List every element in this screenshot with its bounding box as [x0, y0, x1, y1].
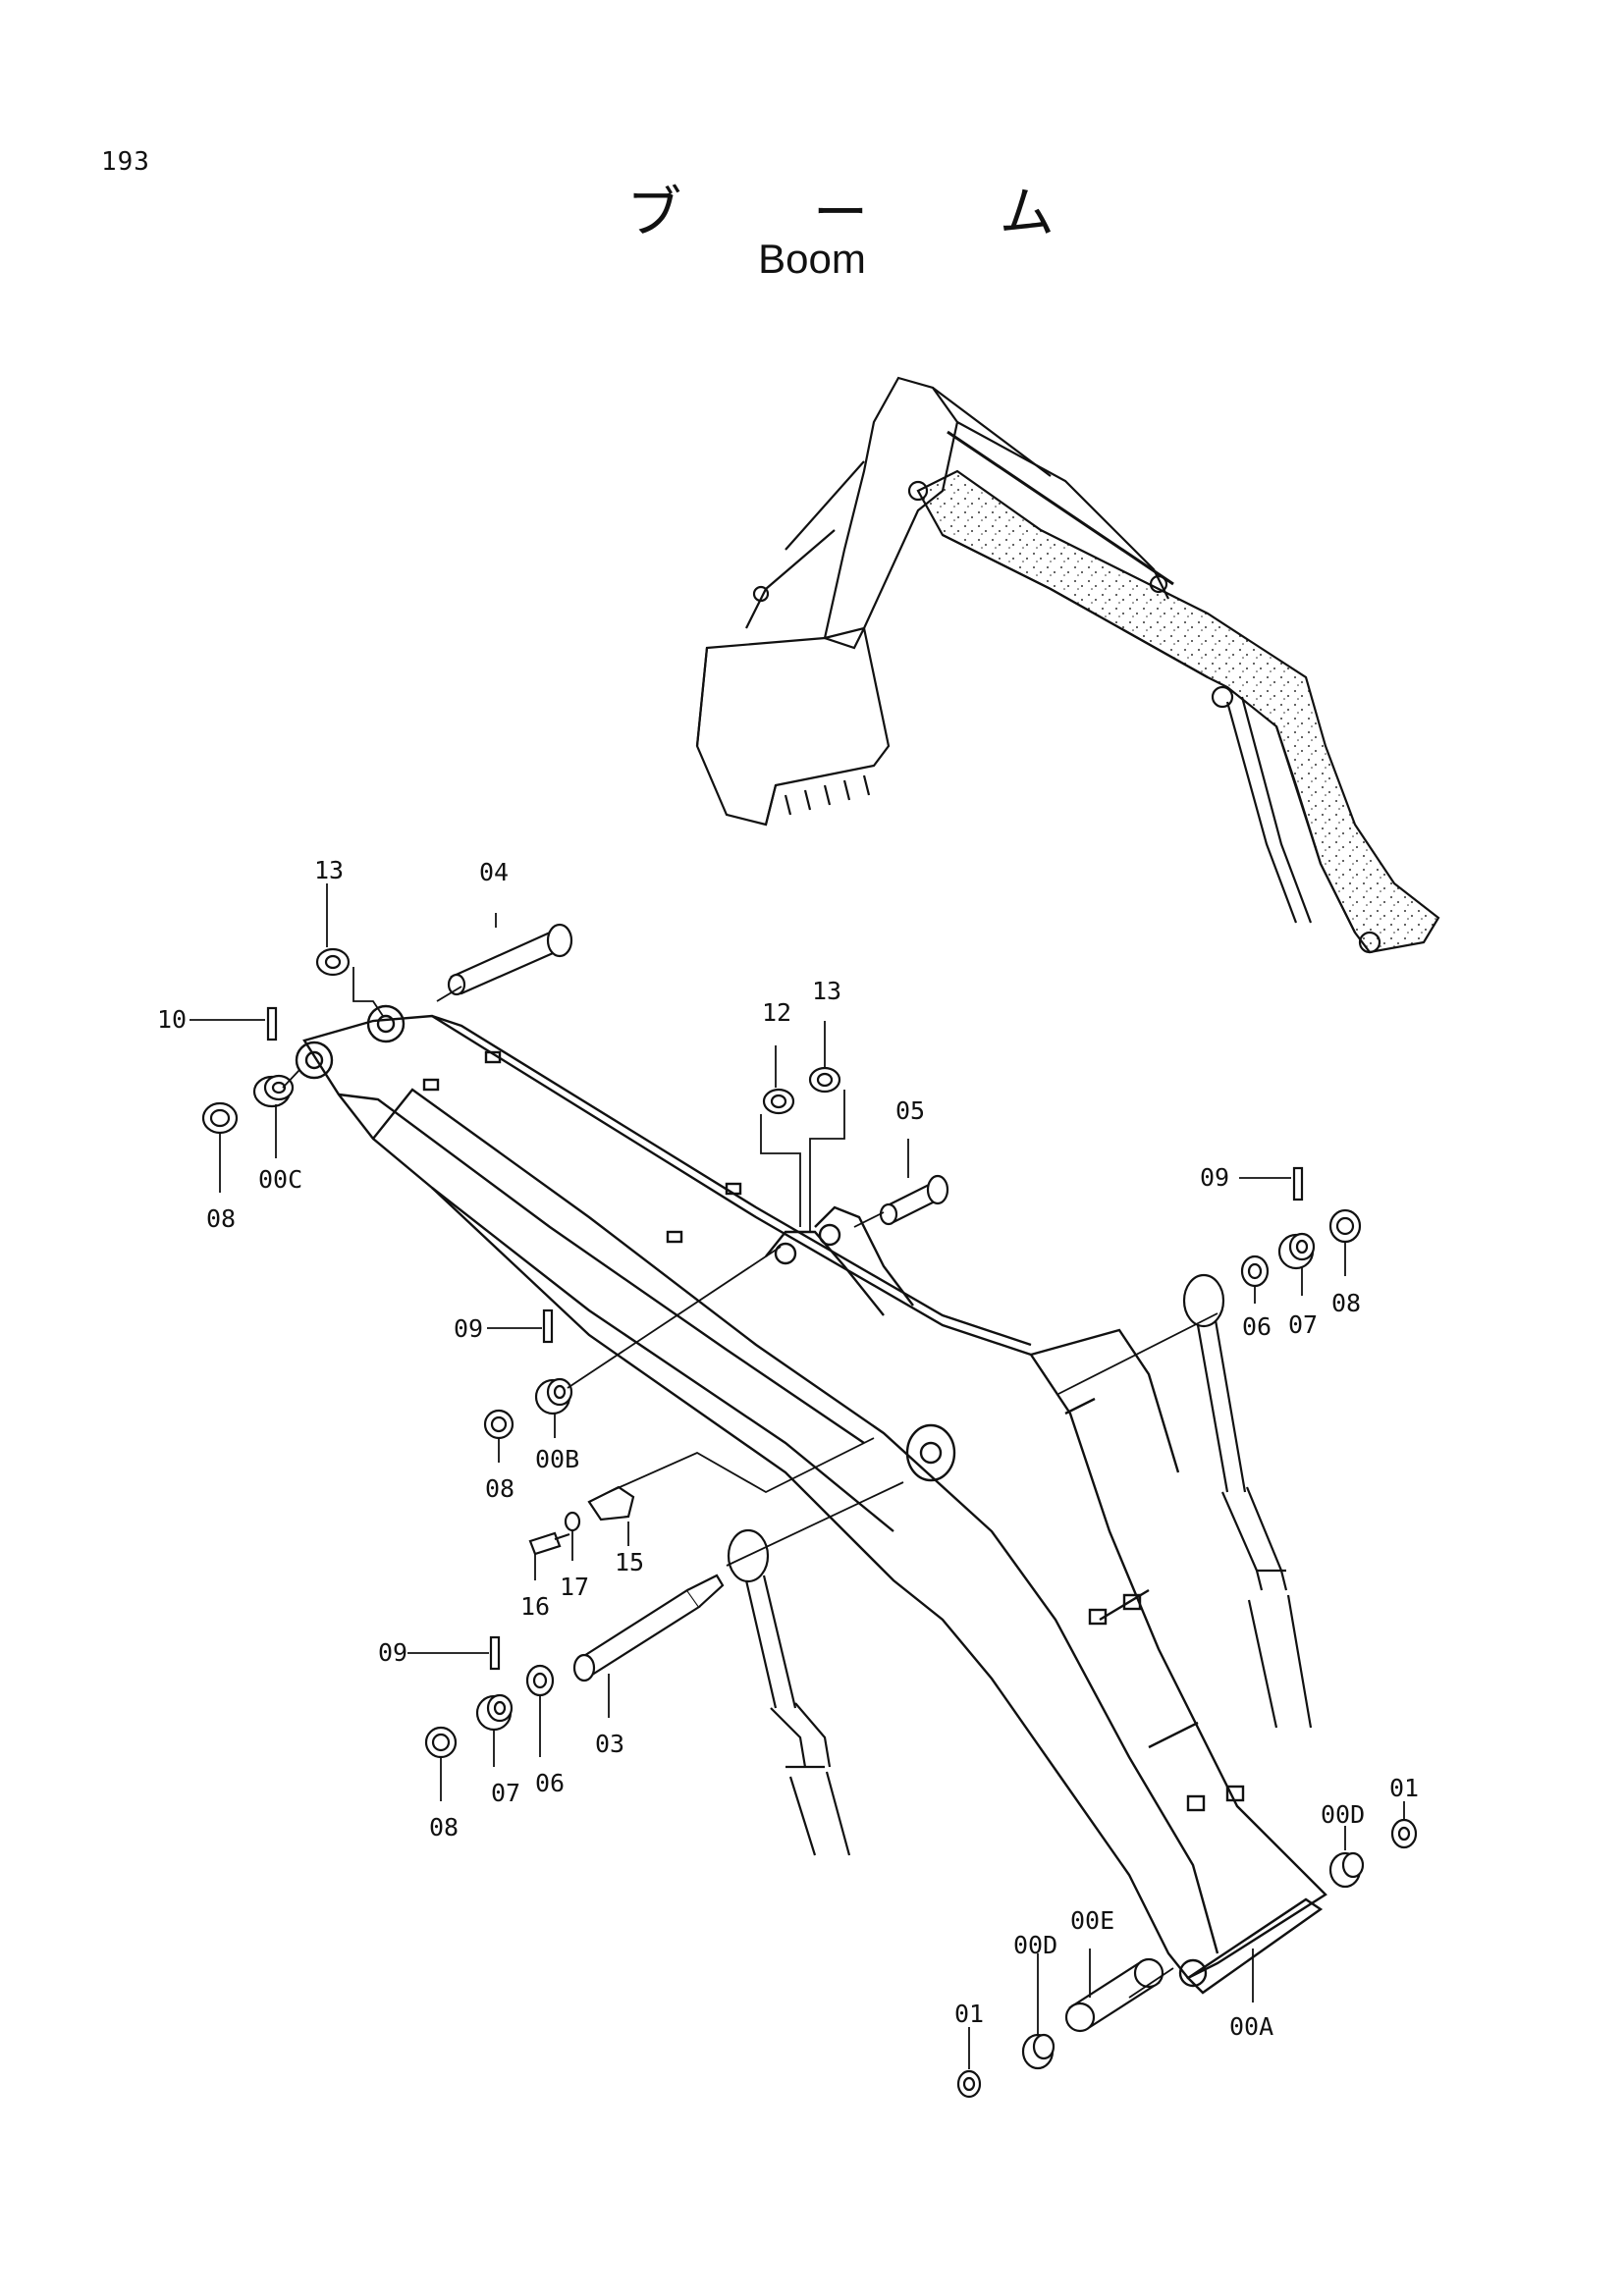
callout-09: 09 [454, 1314, 483, 1343]
page-number: 193 [101, 147, 150, 177]
boom-structure [295, 1004, 1327, 1995]
callout-17: 17 [560, 1573, 589, 1601]
callout-06: 06 [1242, 1312, 1272, 1341]
callout-05: 05 [895, 1096, 925, 1125]
callout-00B: 00B [535, 1445, 579, 1473]
callout-08: 08 [485, 1474, 514, 1503]
page-title: Boom [758, 236, 866, 282]
callout-07: 07 [1288, 1310, 1318, 1339]
callout-16: 16 [520, 1592, 550, 1621]
callout-01: 01 [1389, 1774, 1419, 1802]
callout-00D: 00D [1321, 1800, 1365, 1829]
callout-08: 08 [206, 1204, 236, 1233]
leader-lines [189, 883, 1405, 2069]
callout-13: 13 [314, 856, 344, 884]
callout-00C: 00C [258, 1165, 302, 1194]
callout-07: 07 [491, 1779, 520, 1807]
callout-06: 06 [535, 1769, 565, 1797]
callout-08: 08 [1331, 1289, 1361, 1317]
callout-10: 10 [157, 1005, 187, 1034]
callout-04: 04 [479, 858, 509, 886]
callout-01: 01 [954, 2000, 984, 2028]
callout-00A: 00A [1229, 2012, 1273, 2041]
loose-parts [201, 923, 1418, 2099]
callout-15: 15 [615, 1548, 644, 1576]
callout-12: 12 [762, 998, 791, 1027]
callout-09: 09 [1200, 1163, 1229, 1192]
callout-09: 09 [378, 1638, 407, 1667]
callout-03: 03 [595, 1730, 624, 1758]
cylinder-rod-ends [727, 1273, 1313, 1856]
callout-08: 08 [429, 1813, 459, 1842]
callout-13: 13 [812, 977, 841, 1005]
callout-00D: 00D [1013, 1931, 1057, 1959]
callout-00E: 00E [1070, 1906, 1114, 1935]
overview-excavator-illustration [695, 376, 1440, 954]
page-title-japanese: ブ ー ム [626, 182, 1111, 245]
callout-labels: 13 04 10 00C 08 12 13 05 09 06 07 08 09 … [157, 856, 1419, 2041]
